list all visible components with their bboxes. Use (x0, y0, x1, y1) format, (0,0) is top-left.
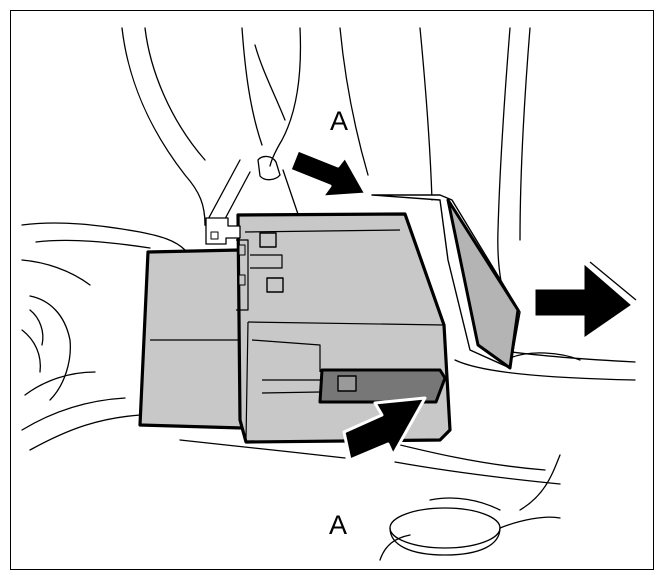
background-lineart (21, 27, 636, 561)
callout-label-bottom: A (329, 510, 348, 540)
callout-label-top: A (330, 106, 349, 136)
push-arrow-icon (342, 396, 427, 462)
release-tab (318, 368, 447, 404)
pull-arrow-icon (535, 261, 637, 337)
cover-panel (371, 194, 521, 370)
push-arrow-icon (288, 148, 368, 199)
